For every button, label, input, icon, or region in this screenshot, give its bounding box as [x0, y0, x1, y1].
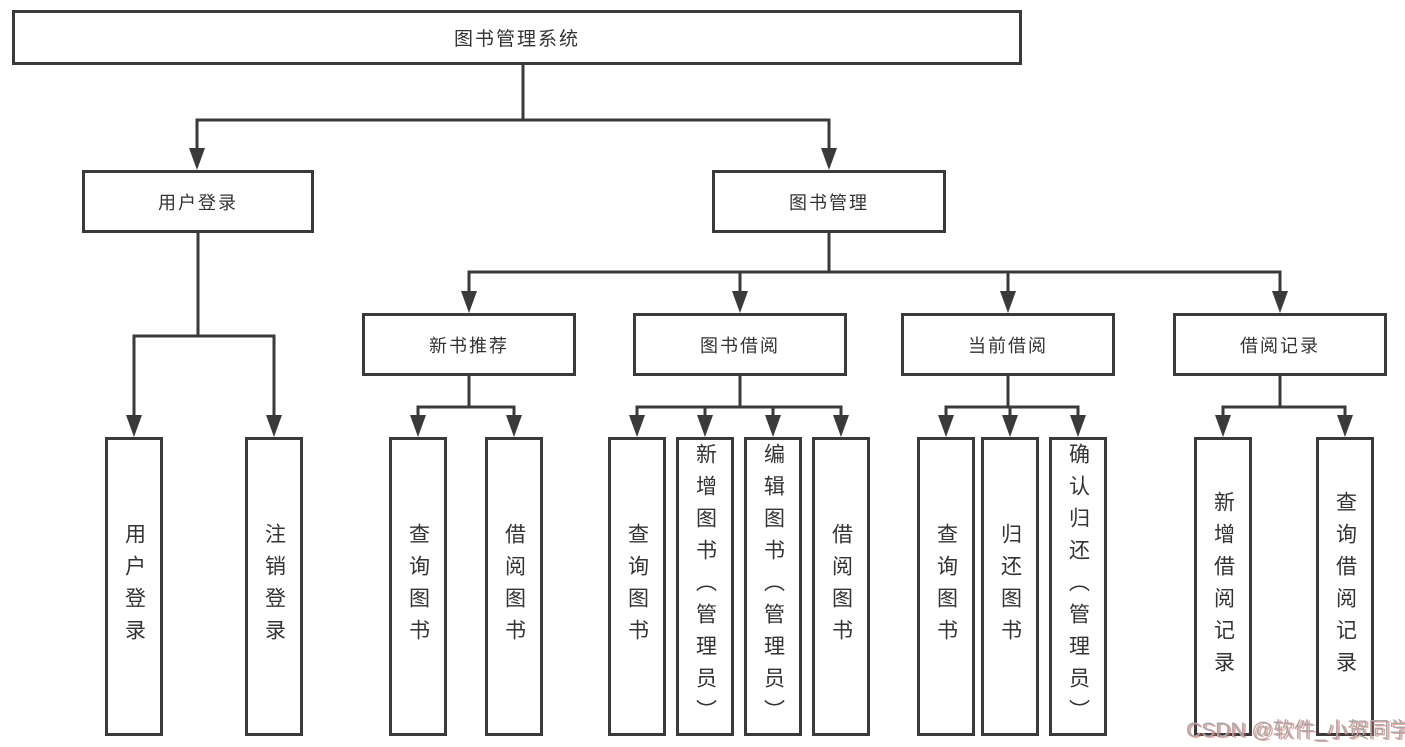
leaf-query-books-2: 查询图书 [608, 437, 666, 736]
leaf-return-book: 归还图书 [981, 437, 1039, 736]
node-current-borrowing: 当前借阅 [901, 313, 1115, 376]
leaf-query-books-1: 查询图书 [389, 437, 447, 736]
leaf-add-borrow-record-label: 新增借阅记录 [1211, 490, 1235, 683]
connector-root-to-level2 [195, 65, 831, 150]
node-library-system-label: 图书管理系统 [453, 29, 580, 50]
arrow-to-leaf-query-books-2 [629, 415, 645, 437]
arrow-to-leaf-borrow-books-1 [506, 415, 522, 437]
node-book-management-label: 图书管理 [789, 192, 869, 213]
arrow-to-leaf-query-books-1 [410, 415, 426, 437]
leaf-query-books-1-label: 查询图书 [406, 522, 430, 651]
arrow-to-new-book-recommend [461, 291, 477, 313]
arrow-to-current-borrowing [1000, 291, 1016, 313]
leaf-query-borrow-record: 查询借阅记录 [1316, 437, 1374, 736]
node-current-borrowing-label: 当前借阅 [968, 335, 1048, 356]
node-new-book-recommend-label: 新书推荐 [429, 335, 509, 356]
leaf-add-book-admin-label: 新增图书（管理员） [693, 442, 717, 731]
leaf-query-books-2-label: 查询图书 [625, 522, 649, 651]
connector-borrow-record-group [1221, 376, 1347, 417]
connector-new-book-group [416, 376, 516, 417]
leaf-borrow-books-2: 借阅图书 [812, 437, 870, 736]
node-library-system: 图书管理系统 [12, 10, 1022, 65]
node-borrowing-records-label: 借阅记录 [1240, 335, 1320, 356]
leaf-add-borrow-record: 新增借阅记录 [1194, 437, 1252, 736]
arrow-to-leaf-confirm-return [1070, 415, 1086, 437]
leaf-user-login-label: 用户登录 [122, 522, 146, 651]
leaf-query-books-3: 查询图书 [917, 437, 975, 736]
node-borrowing-records: 借阅记录 [1173, 313, 1387, 376]
leaf-return-book-label: 归还图书 [998, 522, 1022, 651]
leaf-logout-label: 注销登录 [262, 522, 286, 651]
connector-user-login-group [132, 233, 276, 417]
leaf-edit-book-admin: 编辑图书（管理员） [744, 437, 802, 736]
connector-book-borrow-group [635, 376, 843, 417]
arrowheads [126, 148, 1353, 437]
node-user-login: 用户登录 [82, 170, 314, 233]
arrow-to-leaf-add-record [1215, 415, 1231, 437]
arrow-to-leaf-borrow-books-2 [833, 415, 849, 437]
node-user-login-label: 用户登录 [158, 192, 238, 213]
leaf-confirm-return-admin: 确认归还（管理员） [1049, 437, 1107, 736]
leaf-add-book-admin: 新增图书（管理员） [676, 437, 734, 736]
leaf-query-books-3-label: 查询图书 [934, 522, 958, 651]
node-book-management: 图书管理 [712, 170, 946, 233]
leaf-edit-book-admin-label: 编辑图书（管理员） [761, 442, 785, 731]
node-book-borrowing-label: 图书借阅 [700, 335, 780, 356]
csdn-watermark: CSDN @软件_小贺同学 [1186, 719, 1405, 742]
arrow-to-user-login [189, 148, 205, 170]
leaf-query-borrow-record-label: 查询借阅记录 [1333, 490, 1357, 683]
arrow-to-leaf-add-book [697, 415, 713, 437]
arrow-to-leaf-return-book [1002, 415, 1018, 437]
leaf-logout: 注销登录 [245, 437, 303, 736]
node-new-book-recommend: 新书推荐 [362, 313, 576, 376]
connector-book-management-to-level3 [467, 233, 1282, 293]
arrow-to-borrowing-records [1272, 291, 1288, 313]
leaf-user-login: 用户登录 [105, 437, 163, 736]
arrow-to-book-management [821, 148, 837, 170]
leaf-confirm-return-admin-label: 确认归还（管理员） [1066, 442, 1090, 731]
arrow-to-leaf-logout [266, 415, 282, 437]
node-book-borrowing: 图书借阅 [633, 313, 847, 376]
leaf-borrow-books-1: 借阅图书 [485, 437, 543, 736]
arrow-to-leaf-user-login [126, 415, 142, 437]
connector-current-borrow-group [944, 376, 1080, 417]
arrow-to-leaf-edit-book [765, 415, 781, 437]
leaf-borrow-books-1-label: 借阅图书 [502, 522, 526, 651]
leaf-borrow-books-2-label: 借阅图书 [829, 522, 853, 651]
arrow-to-leaf-query-books-3 [938, 415, 954, 437]
arrow-to-leaf-query-record [1337, 415, 1353, 437]
arrow-to-book-borrowing [732, 291, 748, 313]
